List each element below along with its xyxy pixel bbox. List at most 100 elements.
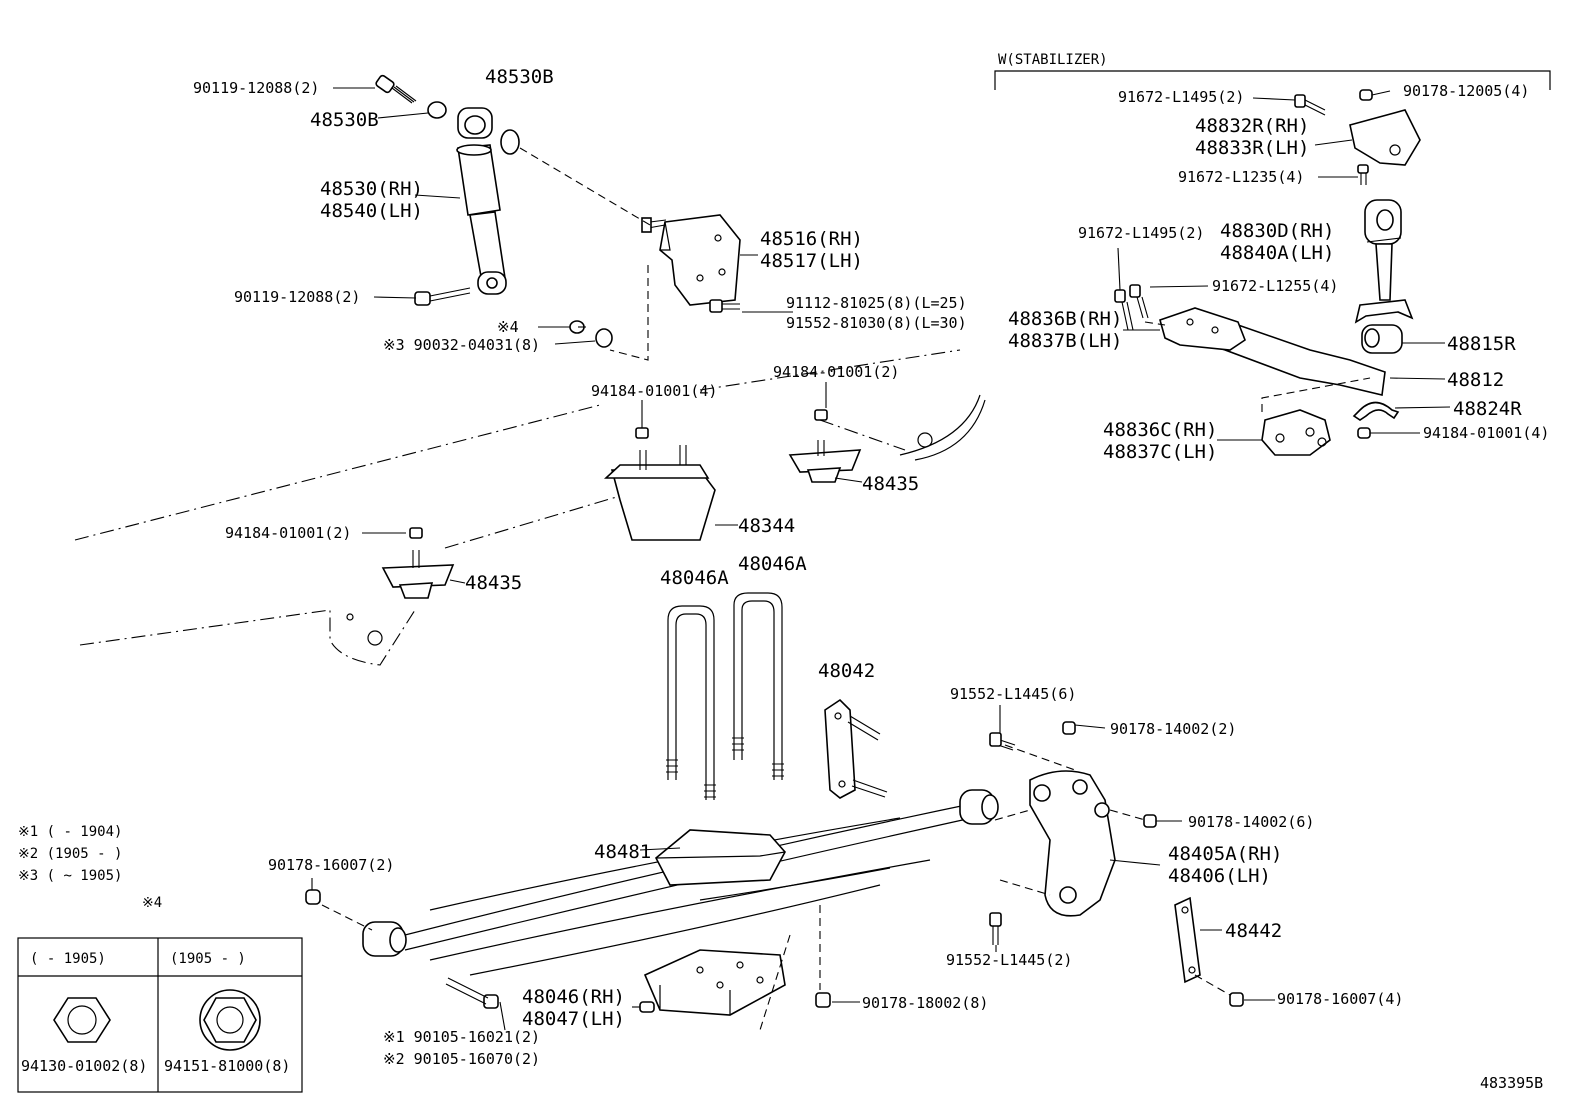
label-x4: ※4 bbox=[497, 318, 519, 336]
label-90178-14002-2: 90178-14002(2) bbox=[1110, 720, 1236, 738]
label-90178-16007-left: 90178-16007(2) bbox=[268, 856, 394, 874]
hanger-bracket-48405A bbox=[989, 721, 1157, 945]
shock-absorber-group bbox=[375, 74, 741, 361]
note-2: ※2 (1905 - ) bbox=[18, 846, 122, 862]
label-48815R: 48815R bbox=[1447, 333, 1516, 355]
label-48405A-rh: 48405A(RH) bbox=[1168, 843, 1282, 865]
leader-lines bbox=[311, 87, 1451, 1031]
diagram-id: 483395B bbox=[1480, 1074, 1543, 1092]
label-91552-81030: 91552-81030(8)(L=30) bbox=[786, 314, 967, 332]
table-col2-header: (1905 - ) bbox=[170, 951, 246, 967]
label-90178-14002-6: 90178-14002(6) bbox=[1188, 813, 1314, 831]
note-1: ※1 ( - 1904) bbox=[18, 824, 122, 840]
label-91112-81025: 91112-81025(8)(L=25) bbox=[786, 294, 967, 312]
u-bolt-48046A-left bbox=[666, 605, 716, 800]
spring-front-bolt bbox=[445, 977, 499, 1009]
label-91672-L1255: 91672-L1255(4) bbox=[1212, 277, 1338, 295]
nut-variant-table: ( - 1905) (1905 - ) 94130-01002(8) 94151… bbox=[17, 937, 303, 1093]
label-48540-lh: 48540(LH) bbox=[320, 200, 423, 222]
note-3: ※3 ( ~ 1905) bbox=[18, 868, 122, 884]
label-48812: 48812 bbox=[1447, 369, 1504, 391]
label-91672-L1235: 91672-L1235(4) bbox=[1178, 168, 1304, 186]
stabilizer-link-48830D bbox=[1354, 199, 1414, 324]
label-91552-L1445-2: 91552-L1445(2) bbox=[946, 951, 1072, 969]
label-48837B-lh: 48837B(LH) bbox=[1008, 330, 1122, 352]
label-48830D-rh: 48830D(RH) bbox=[1220, 220, 1334, 242]
shock-absorber-body bbox=[456, 144, 507, 295]
label-48840A-lh: 48840A(LH) bbox=[1220, 242, 1334, 264]
label-94184-01001-a: 94184-01001(4) bbox=[591, 382, 717, 400]
table-col2-part: 94151-81000(8) bbox=[164, 1057, 290, 1075]
label-91552-L1445-6: 91552-L1445(6) bbox=[950, 685, 1076, 703]
bump-stopper-48344 bbox=[603, 427, 716, 541]
washer-48530B-right bbox=[500, 129, 520, 155]
shock-bottom-bolt bbox=[414, 287, 471, 306]
label-90105-16021: ※1 90105-16021(2) bbox=[383, 1028, 540, 1046]
label-91672-L1495-mid: 91672-L1495(2) bbox=[1078, 224, 1204, 242]
label-48042: 48042 bbox=[818, 660, 875, 682]
nut-90178-16007-left bbox=[305, 889, 321, 905]
label-90032-04031: ※3 90032-04031(8) bbox=[383, 336, 540, 354]
label-48836C-rh: 48836C(RH) bbox=[1103, 419, 1217, 441]
label-48481: 48481 bbox=[594, 841, 651, 863]
table-col1-part: 94130-01002(8) bbox=[21, 1057, 147, 1075]
label-48837C-lh: 48837C(LH) bbox=[1103, 441, 1217, 463]
label-94184-01001-c: 94184-01001(2) bbox=[225, 524, 351, 542]
spring-pad-48481 bbox=[654, 829, 786, 886]
stabilizer-clamp-48824R bbox=[1352, 401, 1400, 421]
label-48530B-left: 48530B bbox=[310, 109, 379, 131]
stabilizer-labels: W(STABILIZER) 91672-L1495(2) 90178-12005… bbox=[998, 52, 1549, 463]
label-48833R-lh: 48833R(LH) bbox=[1195, 137, 1309, 159]
bolts-91672-L1495-L1255 bbox=[1114, 284, 1149, 331]
washer-90032 bbox=[595, 328, 613, 348]
stabilizer-bracket-48836B bbox=[1114, 284, 1246, 351]
stabilizer-bushing-48815R bbox=[1361, 324, 1403, 354]
label-48406-lh: 48406(LH) bbox=[1168, 865, 1271, 887]
label-90178-18002: 90178-18002(8) bbox=[862, 994, 988, 1012]
bracket-bolt bbox=[709, 299, 740, 313]
label-94184-01001-stab: 94184-01001(4) bbox=[1423, 424, 1549, 442]
label-48047-lh: 48047(LH) bbox=[522, 1008, 625, 1030]
bracket-48042 bbox=[824, 698, 888, 799]
stabilizer-bracket-48832R bbox=[1349, 89, 1421, 185]
note-4: ※4 bbox=[142, 895, 162, 911]
washer-48530B-left bbox=[427, 101, 447, 119]
shock-top-bolt bbox=[375, 74, 417, 104]
nut-94151-icon bbox=[199, 989, 261, 1051]
nut-94184-stab bbox=[1357, 427, 1371, 439]
label-94184-01001-b: 94184-01001(2) bbox=[773, 363, 899, 381]
label-90178-16007-right: 90178-16007(4) bbox=[1277, 990, 1403, 1008]
label-48046A-left: 48046A bbox=[660, 567, 729, 589]
bumper-48435-lower bbox=[381, 527, 455, 599]
shackle-48442 bbox=[1174, 896, 1244, 1007]
label-48517-lh: 48517(LH) bbox=[760, 250, 863, 272]
nut-94130-icon bbox=[53, 997, 111, 1043]
label-48832R-rh: 48832R(RH) bbox=[1195, 115, 1309, 137]
part-labels: 90119-12088(2) 48530B 48530B 48530(RH) 4… bbox=[193, 66, 1403, 1068]
bumper-48435-upper bbox=[788, 409, 862, 483]
nut-90178-18002 bbox=[815, 992, 831, 1008]
u-bolt-48046A-right bbox=[732, 592, 784, 780]
shock-bracket bbox=[641, 214, 741, 306]
bushing-48530B-top bbox=[457, 107, 493, 139]
label-48530-rh: 48530(RH) bbox=[320, 178, 423, 200]
label-90105-16070: ※2 90105-16070(2) bbox=[383, 1050, 540, 1068]
stabilizer-group bbox=[994, 70, 1551, 456]
bolt-91552-L1445-lower bbox=[989, 912, 1002, 945]
label-48836B-rh: 48836B(RH) bbox=[1008, 308, 1122, 330]
label-90119-12088-top: 90119-12088(2) bbox=[193, 79, 319, 97]
legend-notes: ※1 ( - 1904) ※2 (1905 - ) ※3 ( ~ 1905) ※… bbox=[18, 824, 162, 911]
spring-plate-48046 bbox=[639, 949, 786, 1016]
stabilizer-title: W(STABILIZER) bbox=[998, 52, 1108, 68]
label-48442: 48442 bbox=[1225, 920, 1282, 942]
label-48530B-top: 48530B bbox=[485, 66, 554, 88]
label-90178-12005: 90178-12005(4) bbox=[1403, 82, 1529, 100]
label-48516-rh: 48516(RH) bbox=[760, 228, 863, 250]
label-48344: 48344 bbox=[738, 515, 795, 537]
label-48046A-right: 48046A bbox=[738, 553, 807, 575]
frame-outline bbox=[74, 349, 986, 666]
label-48824R: 48824R bbox=[1453, 398, 1522, 420]
bolt-91672-L1495-top bbox=[1294, 94, 1326, 116]
label-48046-rh: 48046(RH) bbox=[522, 986, 625, 1008]
